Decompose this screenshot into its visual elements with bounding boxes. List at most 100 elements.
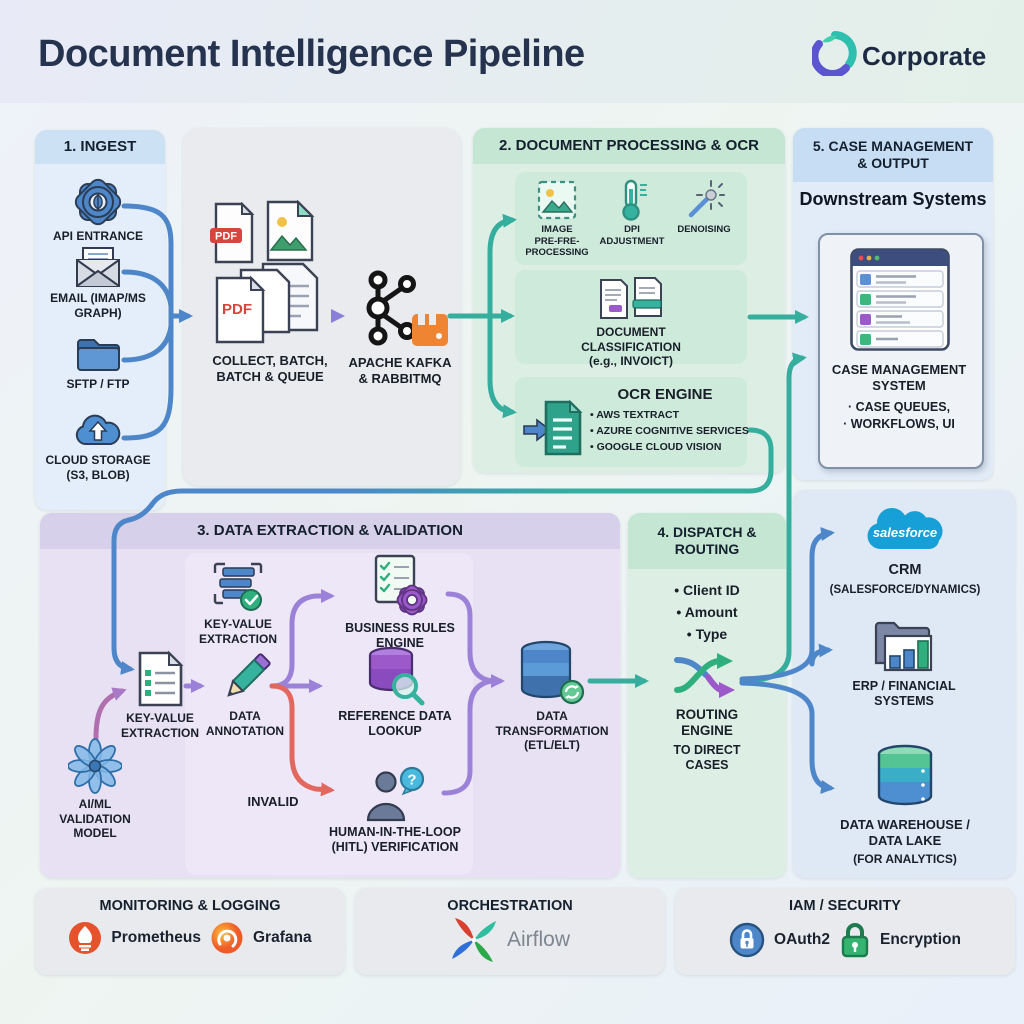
- aiml-node: AI/ML VALIDATION MODEL: [46, 738, 144, 841]
- orchestration-item-label: Airflow: [506, 928, 570, 951]
- ingest-item-label: CLOUD STORAGE (S3, BLOB): [45, 453, 151, 482]
- collect-batch-node: PDF COLLECT, BATCH, BATCH & QUEUE: [200, 262, 340, 385]
- business-rules-icon: [374, 554, 428, 616]
- security-item-label: OAuth2: [774, 931, 830, 948]
- hitl-label: HUMAN-IN-THE-LOOP (HITL) VERIFICATION: [329, 825, 461, 855]
- dw-label: DATA WAREHOUSE / DATA LAKE: [840, 817, 970, 848]
- page-title: Document Intelligence Pipeline: [38, 33, 585, 75]
- security-item-label: Encryption: [880, 931, 961, 948]
- cloud-storage-icon: [75, 414, 121, 445]
- header: Document Intelligence Pipeline Corporate: [0, 0, 1024, 103]
- ingest-item-api: API ENTRANCE: [42, 178, 154, 244]
- document-classification-icon: [600, 277, 662, 319]
- crm-name: CRM: [888, 562, 922, 578]
- ingest-item-label: SFTP / FTP: [66, 377, 130, 391]
- data-warehouse-icon: [877, 744, 933, 806]
- step-label: DENOISING: [677, 224, 731, 235]
- reference-data-label: REFERENCE DATA LOOKUP: [338, 709, 452, 739]
- encryption-padlock-icon: [841, 923, 869, 958]
- classification-label: DOCUMENT CLASSIFICATION (e.g., INVOICT): [581, 325, 681, 369]
- ingest-item-label: EMAIL (IMAP/MS GRAPH): [50, 291, 146, 320]
- ingest-item-email: EMAIL (IMAP/MS GRAPH): [34, 246, 162, 320]
- classification-subpanel: [515, 270, 747, 364]
- svg-text:?: ?: [407, 772, 416, 789]
- ocr-title: OCR ENGINE: [617, 386, 713, 403]
- security-panel: IAM / SECURITY OAuth2 Encryption: [675, 888, 1015, 975]
- data-transformation-icon: [520, 640, 585, 705]
- business-rules-node: BUSINESS RULES ENGINE: [338, 554, 462, 652]
- airflow-icon: [451, 918, 496, 962]
- processing-header: 2. DOCUMENT PROCESSING & OCR: [473, 128, 785, 164]
- salesforce-cloud-icon: salesforce: [867, 507, 943, 549]
- kv-doc-label: KEY-VALUE EXTRACTION: [121, 711, 199, 740]
- ingest-item-cloud: CLOUD STORAGE (S3, BLOB): [34, 412, 162, 482]
- extraction-header: 3. DATA EXTRACTION & VALIDATION: [40, 513, 620, 549]
- document-batch-icon: PDF: [215, 262, 319, 344]
- annotation-label: DATA ANNOTATION: [205, 709, 285, 738]
- step-label: IMAGE PRE-FRE- PROCESSING: [525, 224, 589, 259]
- kv-top-label: KEY-VALUE EXTRACTION: [199, 617, 277, 646]
- dw-node: DATA WAREHOUSE / DATA LAKE (FOR ANALYTIC…: [813, 744, 997, 866]
- email-envelope-icon: [76, 247, 120, 287]
- dispatch-bullet: • Client ID: [674, 582, 740, 598]
- denoising-node: DENOISING: [666, 179, 742, 236]
- monitoring-title: MONITORING & LOGGING: [99, 898, 281, 914]
- denoising-wand-icon: [688, 180, 725, 218]
- erp-folder-chart-icon: [874, 621, 933, 672]
- invalid-label: INVALID: [247, 794, 299, 809]
- data-annotation-pencil-icon: [227, 653, 271, 697]
- routing-engine-node: ROUTING ENGINE TO DIRECT CASES: [648, 648, 766, 773]
- image-preprocessing-node: IMAGE PRE-FRE- PROCESSING: [520, 179, 594, 259]
- monitoring-panel: MONITORING & LOGGING Prometheus Grafana: [35, 888, 345, 975]
- ingest-header: 1. INGEST: [35, 130, 165, 164]
- ingest-item-sftp: SFTP / FTP: [42, 334, 154, 392]
- svg-text:PDF: PDF: [222, 301, 252, 318]
- orchestration-panel: ORCHESTRATION Airflow: [355, 888, 665, 975]
- routing-engine-label: ROUTING ENGINE: [675, 707, 739, 739]
- key-value-document-icon: [138, 650, 184, 707]
- kafka-node: APACHE KAFKA & RABBITMQ: [342, 268, 458, 387]
- case-bullet: · WORKFLOWS, UI: [843, 417, 955, 432]
- dw-detail: (FOR ANALYTICS): [853, 851, 957, 866]
- case-management-header: 5. CASE MANAGEMENT & OUTPUT: [793, 128, 993, 182]
- routing-engine-icon: [674, 653, 735, 698]
- ocr-document-icon: [523, 399, 583, 456]
- case-bullet: · CASE QUEUES,: [847, 400, 951, 414]
- kv-extraction-top-node: KEY-VALUE EXTRACTION: [190, 560, 286, 646]
- reference-data-icon: [368, 646, 425, 706]
- hitl-node: ? HUMAN-IN-THE-LOOP (HITL) VERIFICATION: [318, 764, 472, 856]
- case-system-window-icon: [850, 248, 950, 351]
- svg-text:salesforce: salesforce: [873, 525, 937, 540]
- monitoring-item-label: Grafana: [253, 929, 312, 946]
- prometheus-icon: [69, 922, 102, 954]
- rabbitmq-icon: [412, 314, 448, 346]
- collect-batch-label: COLLECT, BATCH, BATCH & QUEUE: [212, 353, 328, 384]
- downstream-systems-label: Downstream Systems: [799, 189, 987, 209]
- security-title: IAM / SECURITY: [789, 898, 901, 914]
- corporate-logo-icon: [812, 31, 857, 76]
- classification-node: DOCUMENT CLASSIFICATION (e.g., INVOICT): [550, 276, 712, 369]
- transformation-node: DATA TRANSFORMATION (ETL/ELT): [488, 640, 616, 753]
- routing-engine-sub: TO DIRECT CASES: [673, 742, 741, 773]
- pdf-image-files-icon: PDF: [210, 200, 315, 264]
- grafana-icon: [211, 922, 243, 954]
- transformation-label: DATA TRANSFORMATION (ETL/ELT): [495, 709, 609, 753]
- case-system-label: CASE MANAGEMENT SYSTEM: [831, 362, 967, 393]
- reference-data-node: REFERENCE DATA LOOKUP: [330, 646, 460, 740]
- image-preprocessing-icon: [537, 180, 577, 220]
- hitl-person-icon: ?: [366, 766, 425, 822]
- svg-text:PDF: PDF: [215, 231, 237, 243]
- dpi-adjustment-node: DPI ADJUSTMENT: [596, 179, 668, 247]
- kv-doc-node: KEY-VALUE EXTRACTION: [112, 650, 208, 740]
- ingest-item-label: API ENTRANCE: [52, 229, 143, 243]
- ocr-bullet: • AWS TEXTRACT: [590, 409, 680, 421]
- ocr-bullet: • GOOGLE CLOUD VISION: [590, 440, 722, 453]
- sftp-folder-icon: [77, 339, 120, 371]
- erp-label: ERP / FINANCIAL SYSTEMS: [852, 679, 956, 709]
- dispatch-bullet: • Type: [686, 626, 728, 643]
- kafka-label: APACHE KAFKA & RABBITMQ: [348, 355, 452, 386]
- key-value-extraction-icon: [213, 562, 263, 611]
- dispatch-bullet: • Amount: [676, 604, 738, 621]
- kafka-icon: [366, 270, 448, 346]
- step-label: DPI ADJUSTMENT: [599, 224, 665, 247]
